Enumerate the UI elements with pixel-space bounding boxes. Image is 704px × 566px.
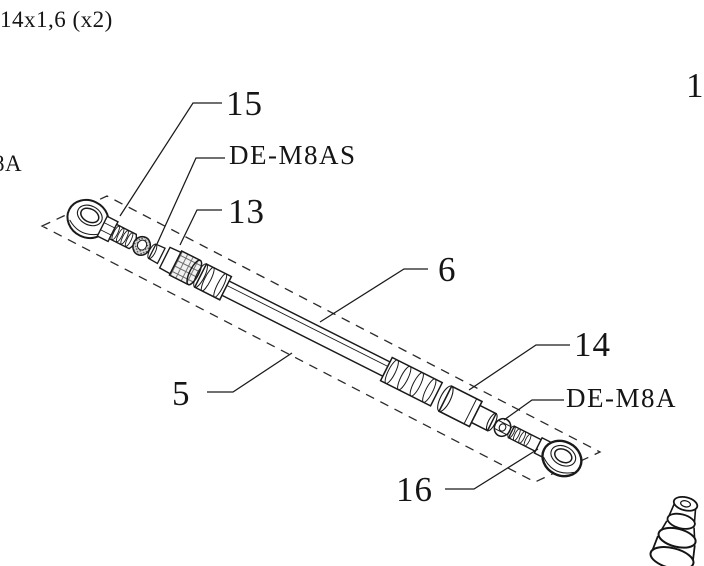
lock-nut-left-drawing [132, 235, 152, 257]
callout-14-adjuster-sleeve: 14 [574, 325, 611, 364]
kit-boundary-dashed-outline [40, 195, 602, 483]
tie-rod-end-right-drawing [507, 425, 583, 478]
leader-line-5 [207, 352, 293, 393]
leader-line-14 [468, 344, 570, 391]
leader-line-15 [119, 102, 222, 217]
callout-16-tie-rod-end-right: 16 [396, 470, 433, 509]
lock-nut-right-drawing [493, 417, 512, 438]
leader-line-de-m8a [503, 399, 564, 421]
callout-de-m8a-lock-nut-right: DE-M8A [566, 383, 677, 413]
callout-de-m8as-lock-nut-left: DE-M8AS [229, 140, 357, 170]
callout-1-assembly-ref: 1 [686, 66, 704, 105]
callout-13-clamp: 13 [228, 192, 265, 231]
leader-line-6 [319, 268, 428, 323]
exploded-assembly [66, 198, 583, 478]
thread-spec-note: 14x1,6 (x2) [0, 7, 113, 32]
rod-tube-6-drawing [193, 262, 444, 407]
adjuster-sleeve-14-drawing [437, 385, 498, 432]
leader-line-13 [179, 209, 222, 246]
leader-lines [119, 102, 570, 490]
callout-6-rod: 6 [438, 250, 457, 289]
clamp-sleeve-13-drawing [147, 243, 203, 286]
clipped-code-fragment: 8A [0, 151, 23, 176]
partial-ball-joint-drawing [649, 495, 699, 566]
leader-line-de-m8as [156, 157, 225, 245]
tie-rod-end-left-drawing [66, 198, 138, 250]
callout-15-tie-rod-end-left: 15 [226, 84, 263, 123]
leader-line-16 [445, 448, 539, 490]
callout-5-kit-outline: 5 [172, 374, 191, 413]
